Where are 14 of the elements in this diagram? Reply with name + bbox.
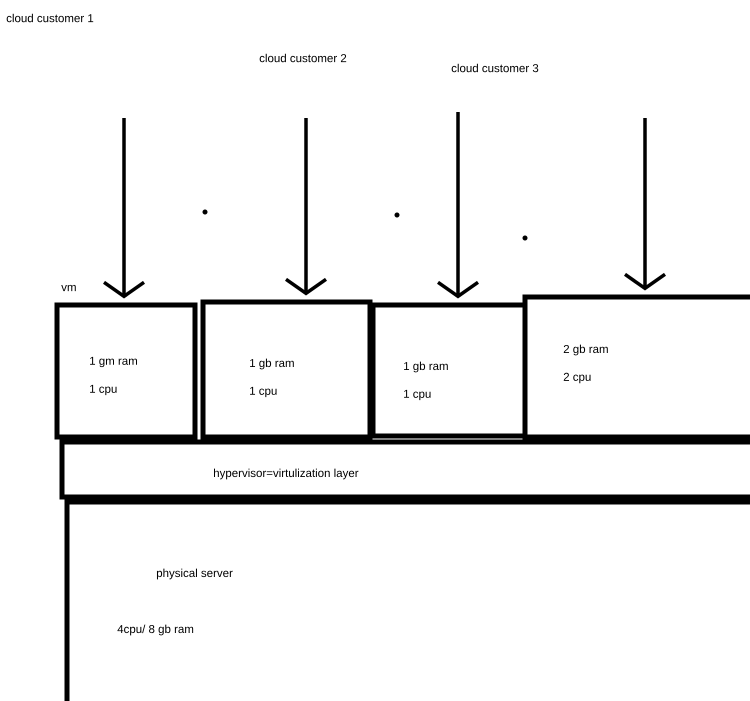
vm-box: 2 gb ram 2 cpu [522,294,750,440]
text-label: vm [61,284,76,292]
text-label: cloud customer 2 [260,54,346,62]
arrow [437,112,479,298]
text-label: cloud customer 3 [452,64,538,72]
hypervisor-layer: hypervisor=virtulization layer [60,440,750,500]
arrow [103,118,146,298]
vm-box: 1 gm ram 1 cpu [54,302,198,440]
vm-box: 1 gb ram 1 cpu [200,300,372,440]
vm-box: 1 gb ram 1 cpu [370,302,528,438]
server-box: physical server 4cpu/ 8 gb ram [64,500,750,701]
arrow [624,118,666,290]
arrow [285,118,327,296]
text-label: cloud customer 1 [6,14,94,22]
